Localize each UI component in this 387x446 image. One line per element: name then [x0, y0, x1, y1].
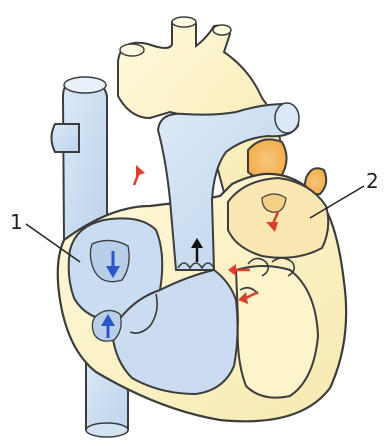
label-1: 1	[10, 210, 23, 234]
arrow-up-icon	[134, 165, 145, 185]
superior-vena-cava	[52, 77, 108, 240]
label-2: 2	[366, 169, 379, 193]
